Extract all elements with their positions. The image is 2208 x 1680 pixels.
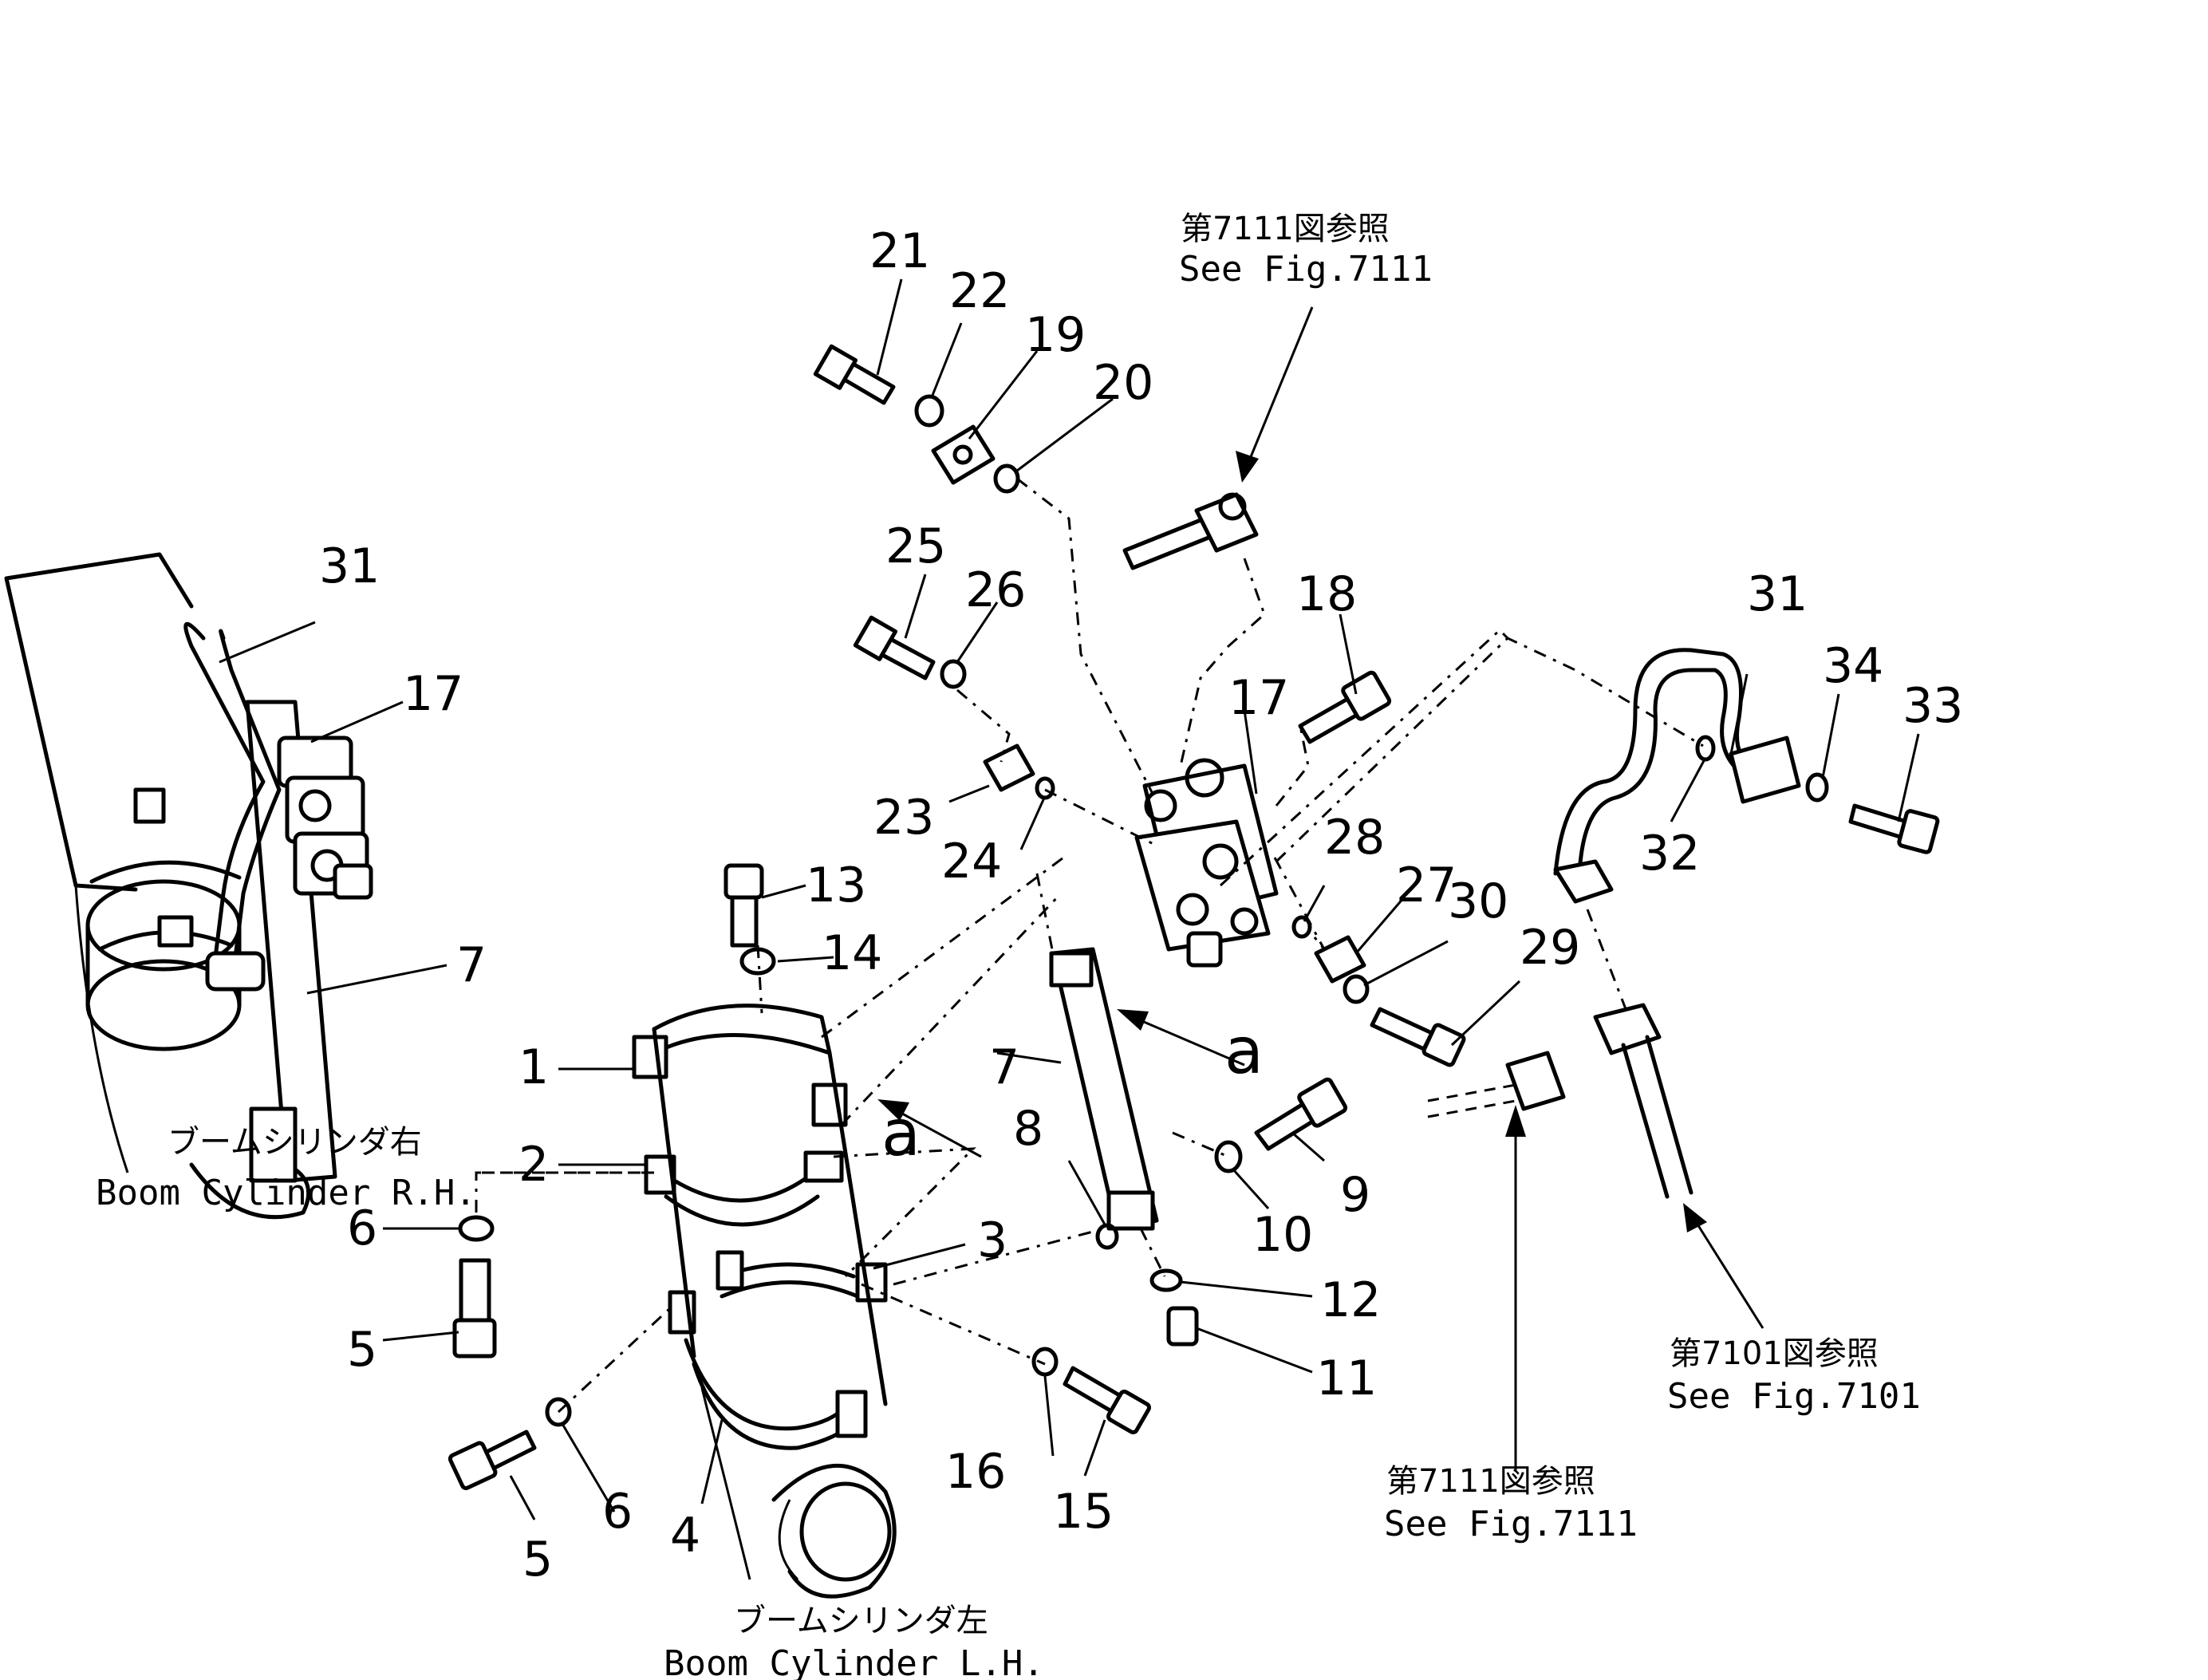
hardware-parts	[448, 344, 1940, 1490]
view-mark-a-center: a	[1224, 1014, 1264, 1088]
ref-right-jp: 第7101図参照	[1670, 1335, 1879, 1372]
part-label-3: 3	[977, 1213, 1007, 1268]
part-label-24: 24	[941, 834, 1002, 889]
part-label-8: 8	[1013, 1101, 1043, 1157]
part-label-23: 23	[873, 790, 934, 846]
assembly-lines	[475, 477, 1704, 1414]
part-label-16: 16	[945, 1444, 1006, 1500]
part-labels: 31 17 7 1 2 3 4 5 6 5 6 7 8 9 10 11 12 1…	[319, 223, 1963, 1587]
part-label-7-center: 7	[989, 1039, 1019, 1095]
ref-mid-en: See Fig.7111	[1384, 1504, 1638, 1544]
caption-lh-en: Boom Cylinder L.H.	[664, 1643, 1044, 1680]
part-label-13: 13	[806, 858, 866, 913]
caption-rh-en: Boom Cylinder R.H.	[96, 1173, 476, 1213]
part-label-30: 30	[1448, 874, 1508, 929]
part-label-19: 19	[1025, 307, 1086, 363]
leader-lines	[219, 278, 1920, 1520]
part-label-17-left: 17	[403, 666, 463, 722]
ref-right-en: See Fig.7101	[1667, 1376, 1921, 1417]
part-label-6-bottom: 6	[602, 1484, 633, 1540]
part-label-17-center: 17	[1228, 670, 1289, 726]
caption-rh-jp: ブームシリンダ右	[168, 1124, 422, 1161]
arrows	[877, 306, 1764, 1472]
captions: ブームシリンダ右 Boom Cylinder R.H. ブームシリンダ左 Boo…	[96, 211, 1921, 1680]
ref-top-jp: 第7111図参照	[1181, 211, 1390, 247]
part-label-34: 34	[1823, 638, 1883, 694]
part-label-29: 29	[1520, 920, 1580, 976]
part-label-27: 27	[1396, 858, 1457, 913]
part-label-5-bottom: 5	[522, 1532, 553, 1587]
part-label-1: 1	[518, 1039, 549, 1095]
part-label-33: 33	[1902, 678, 1963, 734]
caption-lh-jp: ブームシリンダ左	[734, 1603, 988, 1639]
part-label-20: 20	[1093, 355, 1153, 411]
part-label-25: 25	[885, 519, 946, 574]
part-label-21: 21	[869, 223, 930, 279]
view-mark-a-left: a	[881, 1096, 921, 1170]
part-label-32: 32	[1639, 826, 1700, 881]
part-label-10: 10	[1252, 1207, 1313, 1263]
boom-cylinder-rh-drawing	[4, 552, 373, 1220]
part-label-15: 15	[1053, 1484, 1114, 1540]
part-label-12: 12	[1320, 1272, 1381, 1328]
part-label-18: 18	[1296, 566, 1357, 622]
ref-top-en: See Fig.7111	[1179, 249, 1433, 290]
part-label-4: 4	[670, 1508, 700, 1564]
part-label-7-left: 7	[456, 937, 487, 993]
part-label-28: 28	[1324, 810, 1385, 866]
part-label-31-left: 31	[319, 538, 380, 594]
part-label-2: 2	[518, 1137, 549, 1193]
part-label-22: 22	[949, 263, 1010, 319]
part-label-26: 26	[965, 562, 1026, 618]
part-label-9: 9	[1340, 1167, 1370, 1223]
part-label-11: 11	[1316, 1351, 1377, 1406]
ref-mid-jp: 第7111図参照	[1386, 1463, 1595, 1500]
part-label-14: 14	[822, 925, 882, 981]
part-label-6-left: 6	[347, 1201, 377, 1256]
part-label-31-right: 31	[1747, 566, 1808, 622]
part-label-5-left: 5	[347, 1322, 377, 1378]
